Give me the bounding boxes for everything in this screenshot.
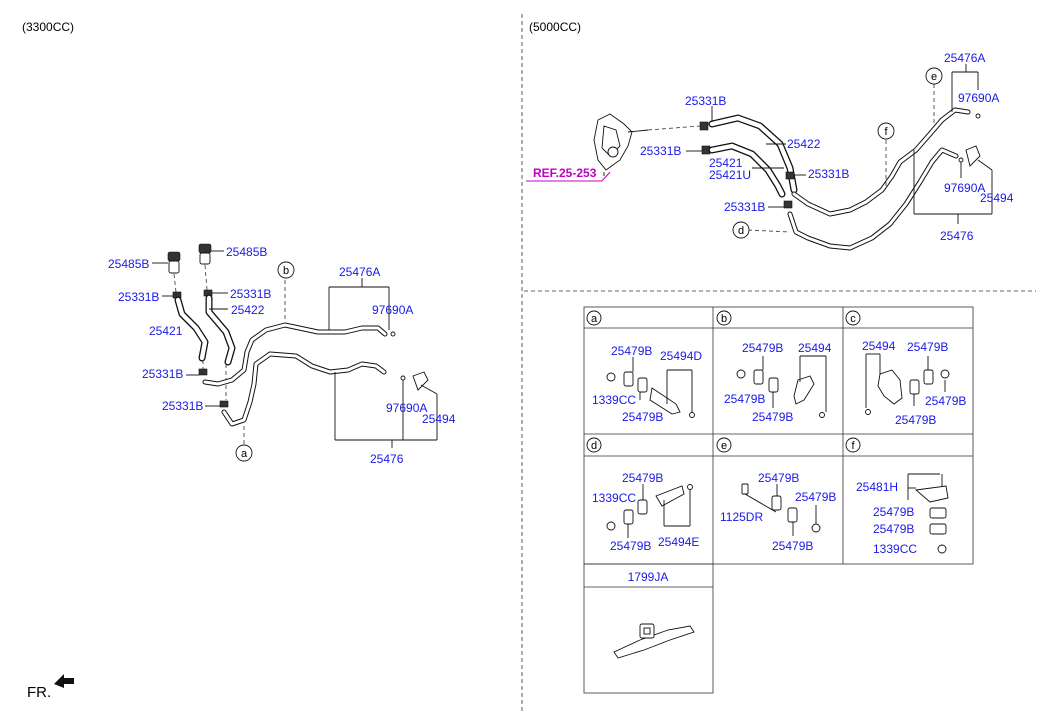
part-label: 25421 [149,324,183,338]
bracket-25494 [965,145,981,167]
part-label: 25422 [231,303,265,317]
part-label: 25476A [339,265,380,279]
part-label: 97690A [944,181,985,195]
left-assembly-drawing [167,243,429,444]
detail-cell-c: c [845,310,950,415]
left-leaders [152,250,438,448]
part-label: 25479B [772,539,813,553]
part-label: 25479B [611,344,652,358]
direction-label: FR. [27,684,51,701]
svg-text:d: d [591,440,597,452]
part-label: 25479B [610,539,651,553]
part-label: 25479B [622,410,663,424]
reference-label: REF.25-253 [533,166,597,180]
part-label: 25331B [808,167,849,181]
svg-text:f: f [884,126,888,138]
callout-b: b [277,261,295,279]
part-label: 25331B [162,399,203,413]
callout-e: e [925,67,943,85]
reference-underline [526,171,611,182]
part-label: 25479B [873,522,914,536]
part-label: 25421 [709,156,743,170]
part-label: 25476 [940,229,974,243]
part-label: 25331B [724,200,765,214]
detail-cell-d: d [586,437,693,538]
part-label: 25476A [944,51,985,65]
svg-text:c: c [850,313,856,325]
detail-cell-a: a [586,310,695,418]
filler-neck-bracket [593,113,649,171]
detail-cell-b: b [716,310,827,418]
front-arrow-icon [54,674,74,688]
part-label: 1339CC [592,491,636,505]
part-label: 25494 [798,341,832,355]
svg-text:a: a [241,448,248,460]
detail-table [583,306,974,694]
part-label: 25331B [640,144,681,158]
part-label: 25494 [980,191,1014,205]
part-label: 25479B [724,392,765,406]
part-label: 25331B [118,290,159,304]
section-title-3300cc: (3300CC) [22,20,74,34]
part-label: 25479B [742,341,783,355]
part-label: 25494 [422,412,456,426]
svg-text:a: a [591,313,598,325]
part-label: 25479B [925,394,966,408]
part-label: 25479B [895,413,936,427]
part-label: 25494D [660,349,702,363]
part-label: 25476 [370,452,404,466]
part-label: 25479B [795,490,836,504]
part-label: 25481H [856,480,898,494]
svg-text:e: e [931,71,937,83]
part-label: 25422 [787,137,821,151]
part-label: 25331B [230,287,271,301]
svg-text:e: e [721,440,727,452]
right-assembly-drawing [593,84,981,251]
detail-cell-f: f [845,437,949,554]
part-label: 25479B [873,505,914,519]
callout-f: f [877,122,895,140]
part-label: 25485B [226,245,267,259]
part-label: 25421U [709,168,751,182]
part-label: 25494E [658,535,699,549]
part-label: 25331B [142,367,183,381]
cable-tie-drawing [613,623,695,659]
svg-text:b: b [283,265,289,277]
part-label: 97690A [958,91,999,105]
part-label: 1125DR [720,510,763,524]
part-label: 1339CC [873,542,917,556]
part-label: 25331B [685,94,726,108]
detail-cell-e: e [716,437,821,536]
part-label: 25479B [758,471,799,485]
section-title-5000cc: (5000CC) [529,20,581,34]
callout-a: a [235,444,253,462]
part-label: 25485B [108,257,149,271]
part-label: 1339CC [592,393,636,407]
filler-cap-left [167,251,181,274]
callout-d: d [732,221,750,239]
svg-text:d: d [738,225,744,237]
cable-tie-label: 1799JA [628,570,669,584]
bracket-25494 [412,371,429,391]
part-label: 25479B [907,340,948,354]
svg-text:b: b [721,313,727,325]
part-label: 97690A [372,303,413,317]
right-leaders [603,64,993,224]
part-label: 25479B [622,471,663,485]
part-label: 25494 [862,339,896,353]
part-label: 97690A [386,401,427,415]
svg-text:f: f [851,440,855,452]
filler-cap-right [198,243,212,265]
part-label: 25479B [752,410,793,424]
